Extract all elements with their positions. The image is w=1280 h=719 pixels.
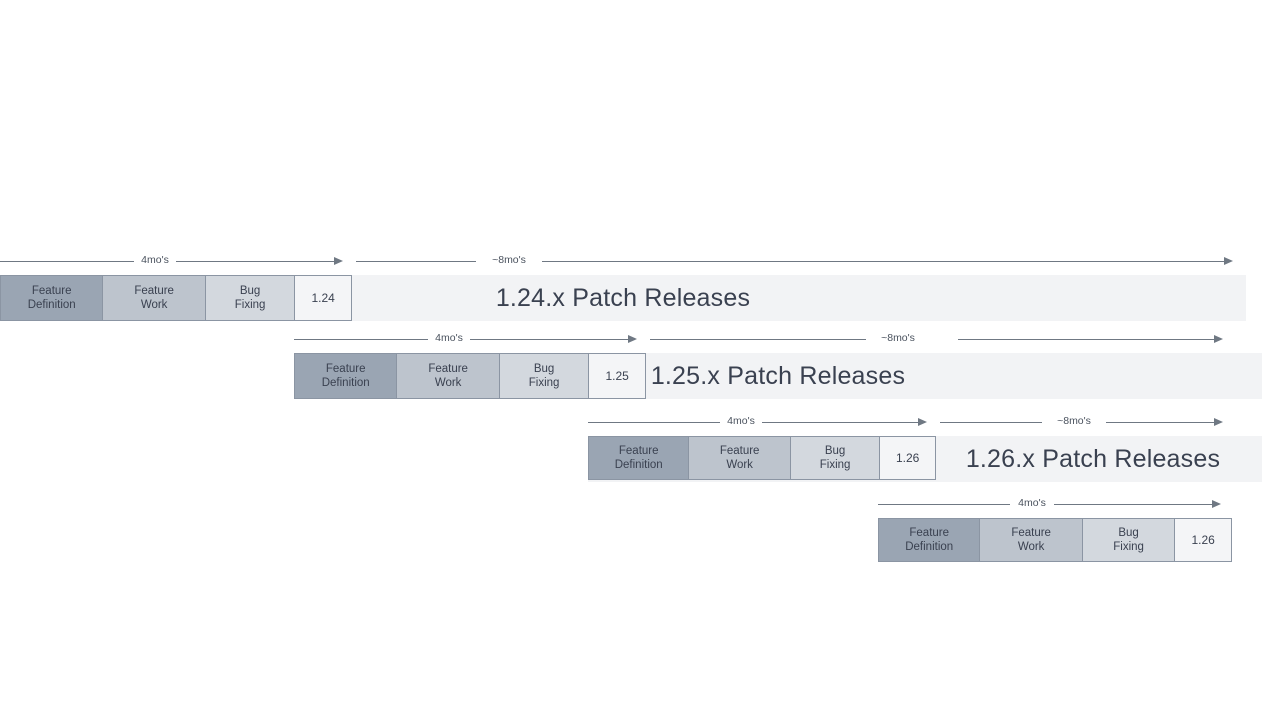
measure-line-left (588, 422, 720, 423)
measure-arrowhead (334, 257, 343, 265)
measure-patch-1-25: ~8mo's (646, 330, 1232, 350)
phase-bug-fixing[interactable]: Bug Fixing (499, 354, 590, 398)
measure-arrowhead (1214, 335, 1223, 343)
version-box-1-24[interactable]: 1.24 (295, 276, 351, 320)
phase-bug-fixing[interactable]: Bug Fixing (790, 437, 881, 479)
version-box-1-25[interactable]: 1.25 (589, 354, 645, 398)
phase-label-line1: Bug (239, 284, 261, 297)
phase-bar-1-24: Feature Definition Feature Work Bug Fixi… (0, 275, 352, 321)
phase-label-line2: Definition (27, 299, 76, 311)
phase-feature-work[interactable]: Feature Work (980, 519, 1083, 561)
phase-label-line2: Work (726, 459, 753, 471)
phase-feature-work[interactable]: Feature Work (103, 276, 206, 320)
measure-line-right (762, 422, 920, 423)
measure-label: 4mo's (141, 254, 169, 266)
measure-arrowhead (1212, 500, 1221, 508)
measure-line-right (958, 339, 1216, 340)
measure-label: 4mo's (1018, 497, 1046, 509)
measure-line-right (1106, 422, 1216, 423)
measure-line-left (940, 422, 1042, 423)
measure-arrowhead (918, 418, 927, 426)
phase-label-line1: Bug (533, 362, 555, 375)
measure-development-1-26-next: 4mo's (878, 495, 1232, 515)
phase-bug-fixing[interactable]: Bug Fixing (205, 276, 296, 320)
phase-bar-1-25: Feature Definition Feature Work Bug Fixi… (294, 353, 646, 399)
measure-patch-1-24: ~8mo's (352, 252, 1238, 272)
measure-label: 4mo's (727, 415, 755, 427)
measure-line-left (0, 261, 134, 262)
patch-release-label: 1.25.x Patch Releases (650, 361, 906, 390)
measure-line-left (294, 339, 428, 340)
measure-line-right (542, 261, 1226, 262)
measure-line-left (878, 504, 1010, 505)
phase-label-line2: Work (434, 377, 462, 389)
measure-arrowhead (1214, 418, 1223, 426)
phase-label-line2: Work (1017, 541, 1045, 553)
phase-label-line2: Definition (905, 541, 954, 553)
measure-development-1-24: 4mo's (0, 252, 352, 272)
phase-label-line1: Feature (325, 362, 366, 375)
phase-label-line2: Fixing (528, 377, 560, 389)
phase-label-line1: Feature (618, 444, 659, 457)
phase-feature-definition[interactable]: Feature Definition (1, 276, 104, 320)
measure-arrowhead (1224, 257, 1233, 265)
patch-release-label: 1.24.x Patch Releases (495, 283, 751, 312)
phase-feature-work[interactable]: Feature Work (397, 354, 500, 398)
version-label: 1.26 (1191, 532, 1215, 547)
measure-development-1-26: 4mo's (588, 413, 936, 433)
measure-label: 4mo's (435, 332, 463, 344)
version-label: 1.25 (605, 368, 629, 383)
measure-line-right (176, 261, 336, 262)
measure-patch-1-26: ~8mo's (936, 413, 1232, 433)
phase-feature-definition[interactable]: Feature Definition (295, 354, 398, 398)
phase-label-line2: Definition (321, 377, 370, 389)
phase-label-line1: Feature (134, 284, 174, 297)
phase-label-line2: Fixing (1113, 541, 1144, 553)
phase-label-line2: Fixing (819, 459, 851, 471)
measure-arrowhead (628, 335, 637, 343)
phase-label-line1: Feature (719, 444, 760, 457)
measure-line-left (650, 339, 866, 340)
phase-bug-fixing[interactable]: Bug Fixing (1082, 519, 1176, 561)
measure-line-left (356, 261, 476, 262)
phase-label-line1: Feature (909, 526, 950, 539)
measure-label: ~8mo's (881, 332, 915, 344)
phase-bar-1-26: Feature Definition Feature Work Bug Fixi… (588, 436, 936, 480)
phase-label-line2: Definition (614, 459, 663, 471)
measure-label: ~8mo's (1057, 415, 1091, 427)
patch-release-label: 1.26.x Patch Releases (965, 444, 1221, 473)
version-label: 1.26 (895, 450, 920, 465)
measure-line-right (470, 339, 630, 340)
phase-feature-definition[interactable]: Feature Definition (879, 519, 981, 561)
measure-development-1-25: 4mo's (294, 330, 646, 350)
phase-label-line1: Bug (824, 444, 846, 457)
version-box-1-26[interactable]: 1.26 (880, 437, 936, 479)
phase-label-line1: Feature (428, 362, 468, 375)
phase-label-line2: Fixing (234, 299, 266, 311)
phase-label-line1: Bug (1118, 526, 1139, 539)
phase-label-line2: Work (140, 299, 168, 311)
version-label: 1.24 (311, 290, 335, 305)
measure-line-right (1054, 504, 1214, 505)
phase-label-line1: Feature (31, 284, 72, 297)
measure-label: ~8mo's (492, 254, 526, 266)
phase-feature-work[interactable]: Feature Work (689, 437, 791, 479)
version-box-1-26-next[interactable]: 1.26 (1175, 519, 1231, 561)
phase-label-line1: Feature (1011, 526, 1051, 539)
phase-bar-1-26-next: Feature Definition Feature Work Bug Fixi… (878, 518, 1232, 562)
phase-feature-definition[interactable]: Feature Definition (589, 437, 690, 479)
